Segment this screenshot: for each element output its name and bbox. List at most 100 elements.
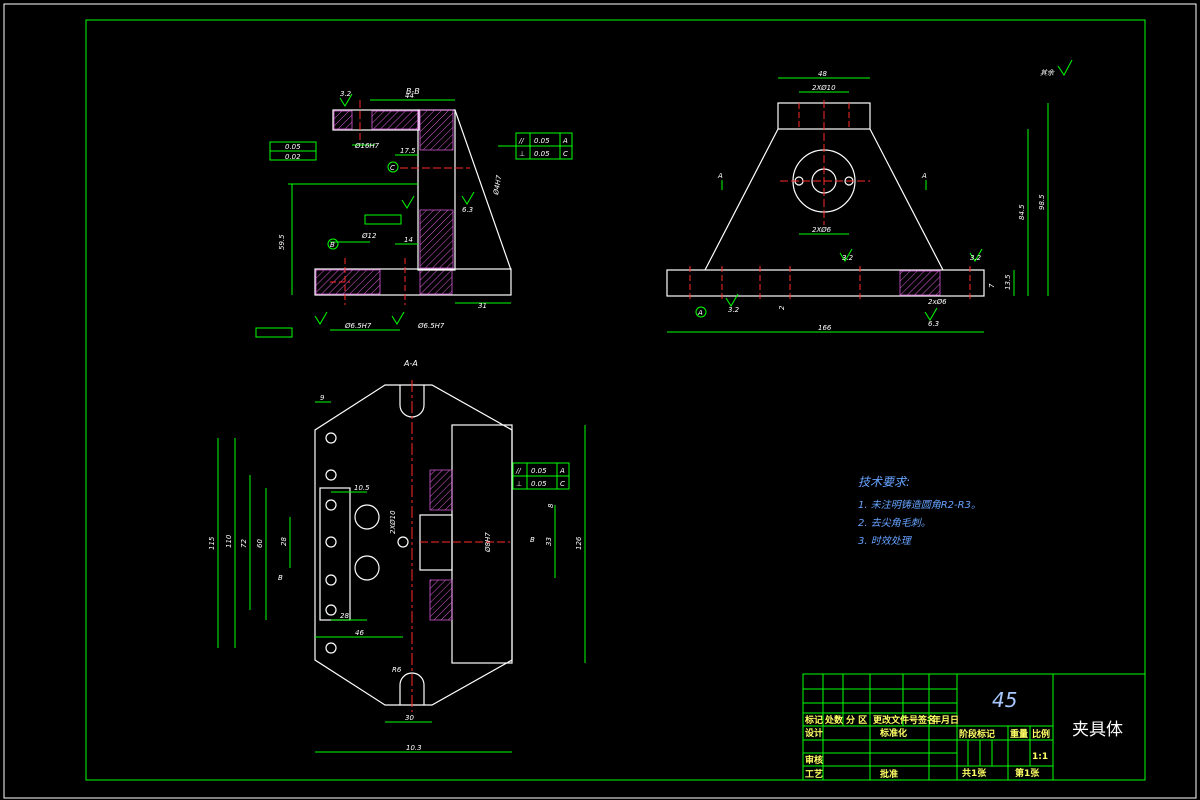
tol-ref-c-2: C xyxy=(560,480,565,488)
section-bb-label: B-B xyxy=(406,87,420,96)
tb-header-stage: 阶段标记 xyxy=(959,728,995,740)
dim-30: 30 xyxy=(405,714,414,722)
tech-req-item-2: 2. 去尖角毛刺。 xyxy=(858,517,931,529)
dim-10-5: 10.5 xyxy=(354,484,370,492)
dim-84-5: 84.5 xyxy=(1018,204,1026,220)
roughness-3-2-d: 3.2 xyxy=(728,306,740,314)
dim-28-horiz: 28 xyxy=(340,612,349,620)
dim-7: 7 xyxy=(988,283,996,288)
dim-98-5: 98.5 xyxy=(1038,194,1046,210)
tb-part-name: 夹具体 xyxy=(1072,720,1123,740)
roughness-others-note: 其余 xyxy=(1040,69,1055,77)
roughness-6-3-b: 6.3 xyxy=(928,320,939,328)
tb-sheet-number: 第1张 xyxy=(1015,767,1040,779)
tech-req-item-1: 1. 未注明铸造圆角R2-R3。 xyxy=(858,499,981,511)
tb-row-process: 工艺 xyxy=(805,768,823,780)
dim-6-5h7-b: Ø6.5H7 xyxy=(417,322,445,330)
dim-4h7: Ø4H7 xyxy=(492,174,504,196)
tb-row-approve: 批准 xyxy=(880,768,898,780)
dim-48: 48 xyxy=(818,70,827,78)
tol-frame-b-value: 0.02 xyxy=(285,153,301,161)
dim-8h7: Ø8H7 xyxy=(484,532,492,553)
tb-header-weight: 重量 xyxy=(1010,728,1028,740)
technical-requirements: 技术要求: 1. 未注明铸造圆角R2-R3。 2. 去尖角毛刺。 3. 时效处理 xyxy=(858,475,981,547)
tol-ref-a-1: A xyxy=(562,137,568,145)
dim-17-5: 17.5 xyxy=(400,147,416,155)
inner-border xyxy=(85,19,1146,781)
dim-126: 126 xyxy=(575,536,583,550)
tol-frame-bb-right: // ⊥ 0.05 0.05 A C xyxy=(498,132,573,160)
roughness-3-2-b: 3.2 xyxy=(842,254,854,262)
tol-value-1: 0.05 xyxy=(534,137,550,145)
tb-header-zone: 分 区 xyxy=(846,714,867,726)
tol-value-3: 0.05 xyxy=(531,467,547,475)
tb-header-change-doc: 更改文件号 xyxy=(873,714,918,726)
tol-value-2: 0.05 xyxy=(534,150,550,158)
tb-scale-value: 1:1 xyxy=(1032,752,1048,762)
dim-44: 44 xyxy=(405,92,414,100)
datum-b: B xyxy=(330,241,335,249)
tb-header-sign: 签名 xyxy=(917,714,936,726)
perp-symbol-2: ⊥ xyxy=(516,480,522,488)
dim-8: 8 xyxy=(547,503,555,508)
tol-value-4: 0.05 xyxy=(531,480,547,488)
section-aa-label: A-A xyxy=(403,359,418,368)
datum-c: C xyxy=(390,164,395,172)
parallel-symbol-2: // xyxy=(515,467,521,475)
roughness-3-2-a: 3.2 xyxy=(340,90,352,98)
section-arrow-a-right: A xyxy=(921,172,927,180)
dim-60: 60 xyxy=(256,539,264,548)
dim-2x10-aa: 2XØ10 xyxy=(389,510,397,534)
tb-header-count: 处数 xyxy=(824,714,844,726)
tb-row-review: 审核 xyxy=(805,754,823,766)
dim-14: 14 xyxy=(404,236,413,244)
roughness-6-3-a: 6.3 xyxy=(462,206,473,214)
tb-material: 45 xyxy=(992,688,1017,712)
dim-72: 72 xyxy=(240,539,248,548)
dim-2x6-base: 2xØ6 xyxy=(928,298,947,306)
dim-13-5: 13.5 xyxy=(1004,274,1012,290)
perp-symbol-1: ⊥ xyxy=(519,150,525,158)
dim-2x6-front: 2XØ6 xyxy=(812,226,832,234)
dim-46: 46 xyxy=(355,629,364,637)
section-arrow-b-left: B xyxy=(278,574,283,582)
dim-110: 110 xyxy=(225,534,233,548)
tb-row-standardization: 标准化 xyxy=(879,727,907,739)
tb-header-scale: 比例 xyxy=(1032,728,1050,740)
section-aa-view: A-A 9 115 110 72 60 28 28 xyxy=(208,359,586,753)
front-view: 48 2XØ10 2XØ6 84.5 98.5 13.5 7 166 2 2xØ… xyxy=(666,59,1073,333)
roughness-3-2-c: 3.2 xyxy=(970,254,982,262)
tb-row-design: 设计 xyxy=(805,727,823,739)
dim-10-3: 10.3 xyxy=(406,744,422,752)
dim-9: 9 xyxy=(320,394,325,402)
dim-16h7: Ø16H7 xyxy=(354,142,380,150)
dim-166: 166 xyxy=(818,324,832,332)
section-arrow-b-right: B xyxy=(530,536,535,544)
tol-frame-a-value: 0.05 xyxy=(285,143,301,151)
parallel-symbol-1: // xyxy=(518,137,524,145)
tol-frame-aa: // ⊥ 0.05 0.05 A C xyxy=(512,462,570,490)
datum-a: A xyxy=(697,309,703,317)
dim-33: 33 xyxy=(545,537,553,546)
tol-ref-a-2: A xyxy=(559,467,565,475)
tol-ref-c-1: C xyxy=(563,150,568,158)
section-arrow-a-left: A xyxy=(717,172,723,180)
tb-header-mark: 标记 xyxy=(804,714,823,726)
outer-border xyxy=(3,3,1197,799)
tech-req-item-3: 3. 时效处理 xyxy=(858,535,913,547)
dim-r6: R6 xyxy=(392,666,402,674)
dim-31: 31 xyxy=(478,302,487,310)
dim-12: Ø12 xyxy=(361,232,377,240)
tech-req-heading: 技术要求: xyxy=(858,475,910,489)
dim-2x10-front: 2XØ10 xyxy=(812,84,836,92)
dim-6-5h7-a: Ø6.5H7 xyxy=(344,322,372,330)
title-block: 标记 处数 分 区 更改文件号 签名 年月日 设计 标准化 审核 工艺 批准 阶… xyxy=(802,673,1146,781)
dim-28-vert: 28 xyxy=(280,537,288,546)
dim-2: 2 xyxy=(778,305,786,310)
tb-header-date: 年月日 xyxy=(932,714,959,726)
section-bb-view: B-B 44 59.5 31 14 17.5 Ø16H7 xyxy=(255,87,573,338)
dim-115: 115 xyxy=(208,536,216,550)
tb-sheets-total: 共1张 xyxy=(962,767,987,779)
dim-59-5: 59.5 xyxy=(278,234,286,250)
